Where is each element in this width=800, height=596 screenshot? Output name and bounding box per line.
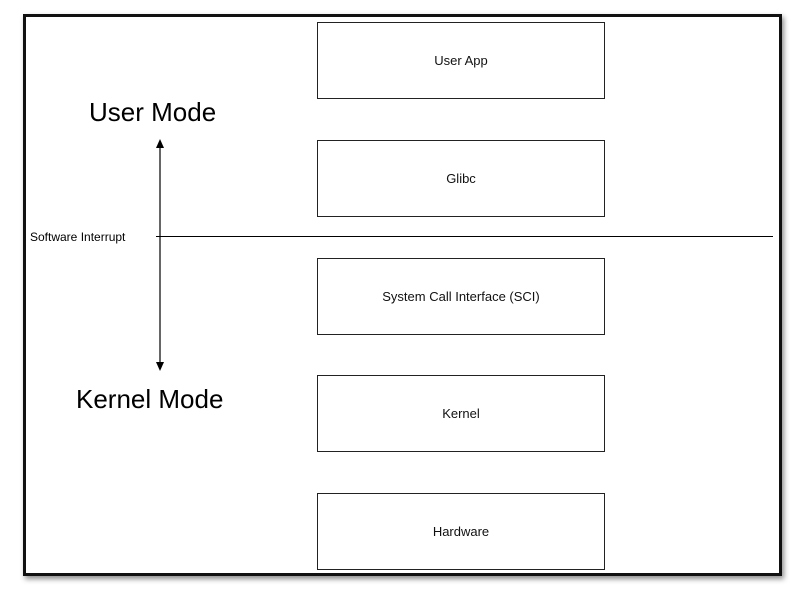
kernel-mode-label: Kernel Mode xyxy=(76,384,224,414)
mode-transition-arrow xyxy=(156,139,164,371)
diagram-frame: User Mode Kernel Mode Software Interrupt… xyxy=(23,14,782,576)
layer-hardware: Hardware xyxy=(317,493,605,570)
software-interrupt-divider xyxy=(156,236,773,237)
layer-sci: System Call Interface (SCI) xyxy=(317,258,605,335)
layer-glibc: Glibc xyxy=(317,140,605,217)
software-interrupt-label: Software Interrupt xyxy=(30,230,126,244)
layer-kernel: Kernel xyxy=(317,375,605,452)
layer-user-app: User App xyxy=(317,22,605,99)
user-mode-label: User Mode xyxy=(89,97,217,127)
